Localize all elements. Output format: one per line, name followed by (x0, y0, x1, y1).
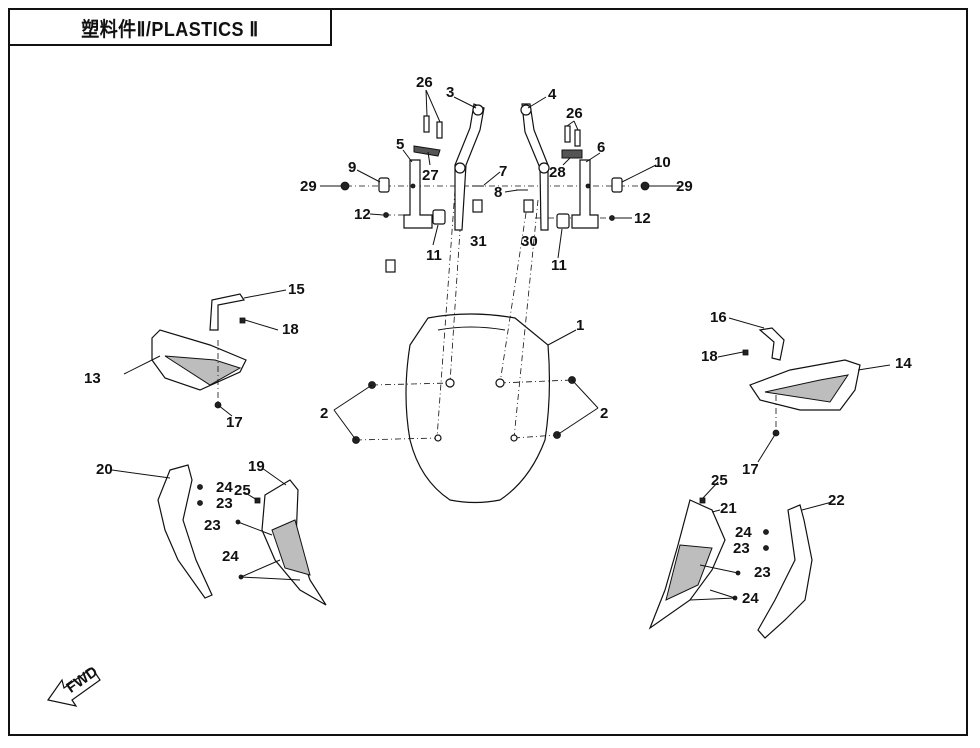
callout-23: 23 (754, 564, 771, 581)
callout-29: 29 (676, 178, 693, 195)
callout-14: 14 (895, 355, 912, 372)
windshield-bracket-left (454, 103, 485, 231)
knobs-and-small-parts (383, 185, 615, 273)
callout-18: 18 (701, 348, 718, 365)
callout-28: 28 (549, 164, 566, 181)
callout-24: 24 (216, 479, 233, 496)
clips-23-24-25 (197, 484, 769, 601)
callout-24: 24 (742, 590, 759, 607)
callout-11: 11 (551, 257, 567, 274)
side-plate-left (403, 159, 433, 229)
callout-20: 20 (96, 461, 113, 478)
callout-25: 25 (234, 482, 251, 499)
guard-brackets (209, 293, 785, 437)
side-cover-19 (261, 479, 327, 606)
side-plate-right (571, 159, 599, 229)
washers-9-10-29 (340, 177, 650, 193)
callout-29: 29 (300, 178, 317, 195)
callout-26: 26 (566, 105, 583, 122)
hand-guard-left (151, 329, 247, 391)
side-cover-22 (757, 504, 813, 639)
callout-23: 23 (216, 495, 233, 512)
side-cover-20 (157, 464, 213, 599)
diagram-frame (8, 8, 968, 736)
leader-lines (111, 89, 891, 513)
callout-19: 19 (248, 458, 265, 475)
fwd-arrow-icon: FWD (46, 663, 101, 707)
title-box: 塑料件Ⅱ/PLASTICS Ⅱ (8, 8, 332, 46)
callout-8: 8 (494, 184, 502, 201)
callout-3: 3 (446, 84, 454, 101)
callout-22: 22 (828, 492, 845, 509)
windshield (405, 313, 551, 504)
callout-17: 17 (226, 414, 243, 431)
callout-9: 9 (348, 159, 356, 176)
callout-1: 1 (576, 317, 584, 334)
callout-6: 6 (597, 139, 605, 156)
callout-18: 18 (282, 321, 299, 338)
callout-7: 7 (499, 163, 507, 180)
callout-21: 21 (720, 500, 737, 517)
callout-labels: 1 2 2 3 4 5 6 7 8 9 10 11 11 12 12 13 14… (84, 74, 912, 607)
callout-11: 11 (426, 247, 442, 264)
callout-23: 23 (204, 517, 221, 534)
callout-17: 17 (742, 461, 759, 478)
callout-24: 24 (222, 548, 239, 565)
screws-26 (413, 115, 583, 159)
callout-12: 12 (634, 210, 651, 227)
hand-guard-right (749, 359, 861, 411)
callout-5: 5 (396, 136, 404, 153)
callout-23: 23 (733, 540, 750, 557)
side-cover-21 (648, 499, 726, 630)
callout-31: 31 (470, 233, 487, 250)
callout-15: 15 (288, 281, 305, 298)
callout-26: 26 (416, 74, 433, 91)
callout-25: 25 (711, 472, 728, 489)
callout-10: 10 (654, 154, 671, 171)
page-title: 塑料件Ⅱ/PLASTICS Ⅱ (81, 18, 259, 41)
callout-2: 2 (320, 405, 328, 422)
callout-13: 13 (84, 370, 101, 387)
callout-30: 30 (521, 233, 538, 250)
callout-12: 12 (354, 206, 371, 223)
callout-2: 2 (600, 405, 608, 422)
callout-16: 16 (710, 309, 727, 326)
callout-27: 27 (422, 167, 439, 184)
callout-4: 4 (548, 86, 557, 103)
callout-24: 24 (735, 524, 752, 541)
